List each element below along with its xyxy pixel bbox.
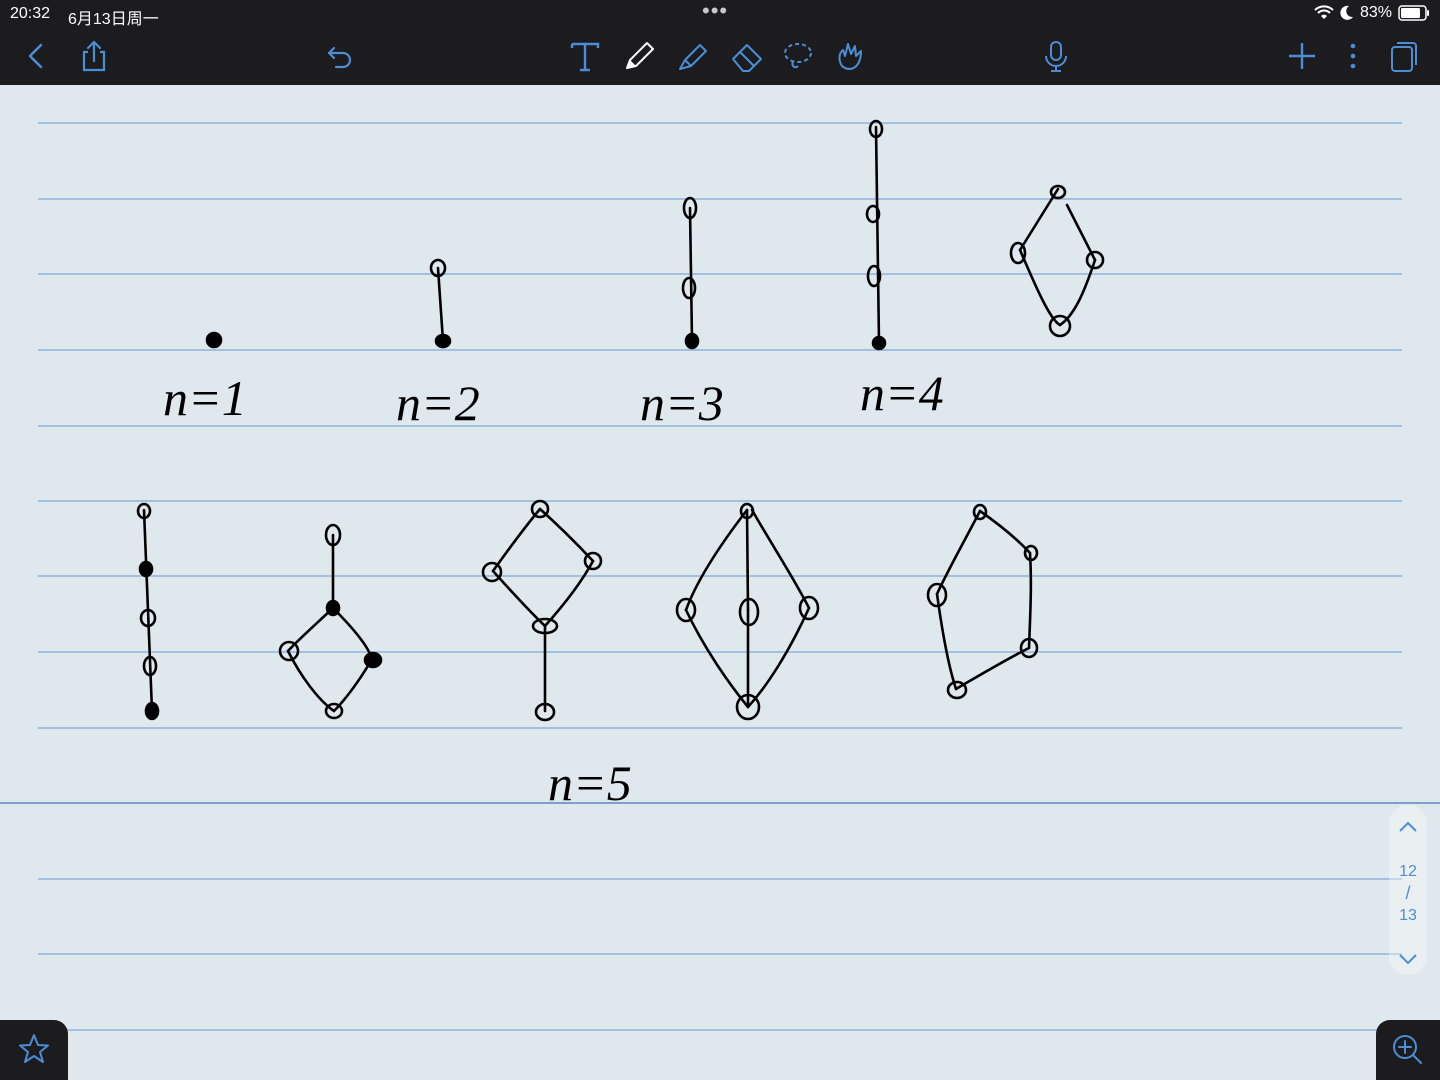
favorite-button[interactable] — [0, 1020, 68, 1080]
label-n5: n=5 — [548, 755, 632, 811]
ruled-lines — [0, 122, 1440, 1031]
microphone-icon[interactable] — [1036, 36, 1076, 76]
undo-icon[interactable] — [320, 36, 360, 76]
pen-tool-icon[interactable] — [619, 36, 659, 76]
poset-n5-pentagon — [926, 503, 1039, 700]
poset-n5-m3 — [675, 502, 820, 721]
page-down-chevron-icon[interactable] — [1396, 947, 1420, 971]
battery-percent: 83% — [1359, 4, 1392, 21]
more-icon[interactable] — [1333, 36, 1373, 76]
page-indicator: 12 / 13 — [1389, 805, 1427, 975]
total-page-count: 13 — [1399, 907, 1417, 924]
current-page-number: 12 — [1399, 863, 1417, 880]
toolbar — [0, 28, 1440, 85]
poset-n1-point — [205, 331, 223, 349]
status-time: 20:32 — [10, 5, 51, 22]
poset-n2-chain — [429, 258, 452, 349]
add-page-icon[interactable] — [1282, 36, 1322, 76]
wifi-icon — [1314, 5, 1334, 19]
poset-n3-chain — [681, 196, 700, 350]
page-canvas[interactable]: n=1 n=2 n=3 n=4 n=5 — [0, 85, 1440, 1080]
handwritten-labels: n=1 n=2 n=3 n=4 n=5 — [163, 365, 944, 811]
back-chevron-icon[interactable] — [16, 36, 56, 76]
lasso-tool-icon[interactable] — [778, 36, 818, 76]
text-tool-icon[interactable] — [565, 36, 605, 76]
zoom-in-icon — [1393, 1035, 1422, 1064]
label-n4: n=4 — [860, 365, 944, 421]
status-bar: 20:32 6月13日周一 ••• 83% — [0, 0, 1440, 28]
zoom-button[interactable] — [1376, 1020, 1440, 1080]
gesture-tool-icon[interactable] — [830, 36, 870, 76]
page-separator: / — [1405, 883, 1411, 903]
handwritten-ink — [136, 119, 1105, 722]
favorite-star-icon — [19, 1034, 49, 1063]
status-date: 6月13日周一 — [68, 11, 159, 28]
multitasking-dots-icon[interactable]: ••• — [702, 0, 729, 23]
pages-icon[interactable] — [1384, 36, 1424, 76]
page-up-chevron-icon[interactable] — [1396, 815, 1420, 839]
poset-n4-chain — [865, 119, 887, 351]
poset-n4-diamond — [1009, 184, 1105, 338]
label-n2: n=2 — [396, 375, 480, 431]
status-indicators: 83% — [1314, 4, 1430, 22]
moon-icon — [1340, 5, 1353, 20]
eraser-tool-icon[interactable] — [727, 36, 767, 76]
highlighter-tool-icon[interactable] — [673, 36, 713, 76]
notebook-page[interactable]: n=1 n=2 n=3 n=4 n=5 — [0, 85, 1440, 1080]
label-n3: n=3 — [640, 375, 724, 431]
share-icon[interactable] — [74, 36, 114, 76]
poset-n5-pendant-diamond — [278, 523, 383, 720]
poset-n5-diamond-pendant — [481, 499, 603, 722]
poset-n5-chain — [136, 502, 160, 721]
label-n1: n=1 — [163, 370, 247, 426]
battery-icon — [1398, 5, 1429, 21]
